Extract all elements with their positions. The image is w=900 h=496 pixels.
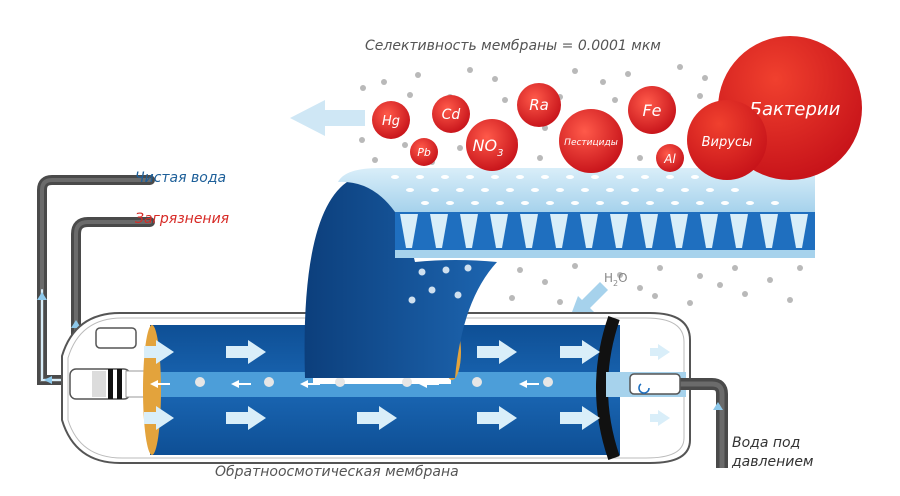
svg-text:Ra: Ra (529, 96, 549, 114)
sheet-surface-dots (391, 175, 779, 205)
particle-fe: Fe (628, 86, 676, 134)
svg-text:Fe: Fe (642, 101, 661, 120)
svg-text:Пестициды: Пестициды (564, 138, 618, 148)
particle-no3: NO3 (466, 119, 518, 171)
particle-pesticides: Пестициды (559, 109, 623, 173)
particle-hg: Hg (372, 101, 410, 139)
svg-text:Cd: Cd (442, 107, 461, 123)
h2o-label: H2O (604, 271, 628, 288)
selectivity-label: Селективность мембраны = 0.0001 мкм (365, 38, 661, 54)
svg-text:Pb: Pb (417, 146, 431, 159)
particle-viruses: Вирусы (687, 100, 767, 180)
connector-top (95, 327, 137, 349)
clean-water-label: Чистая вода (135, 170, 227, 186)
membrane-sheet (338, 168, 815, 212)
svg-text:Бактерии: Бактерии (750, 99, 841, 120)
pressure-water-label: Вода под давлением (732, 435, 814, 470)
particle-pb: Pb (410, 138, 438, 166)
clean-water-pipe (37, 175, 155, 385)
contaminants-label: Загрязнения (135, 211, 230, 227)
particle-cd: Cd (432, 95, 470, 133)
connector-right (629, 373, 681, 395)
clean-water-out-arrow (290, 100, 365, 136)
contaminants-pipe (71, 217, 155, 343)
pressure-water-pipe (640, 378, 728, 468)
svg-text:Hg: Hg (382, 114, 400, 129)
brine-seal (596, 316, 620, 460)
svg-text:Al: Al (663, 152, 676, 166)
svg-text:Вирусы: Вирусы (702, 135, 753, 150)
membrane-pores (400, 214, 808, 248)
particle-al: Al (656, 144, 684, 172)
small-flow-arrows-pipes (37, 292, 81, 384)
membrane-roll (304, 178, 497, 378)
roll-dots (408, 264, 472, 304)
collector-flow (150, 377, 553, 388)
svg-text:NO3: NO3 (473, 136, 504, 159)
membrane-label: Обратноосмотическая мембрана (215, 464, 459, 480)
h2o-arrow (572, 282, 608, 312)
particle-ra: Ra (517, 83, 561, 127)
